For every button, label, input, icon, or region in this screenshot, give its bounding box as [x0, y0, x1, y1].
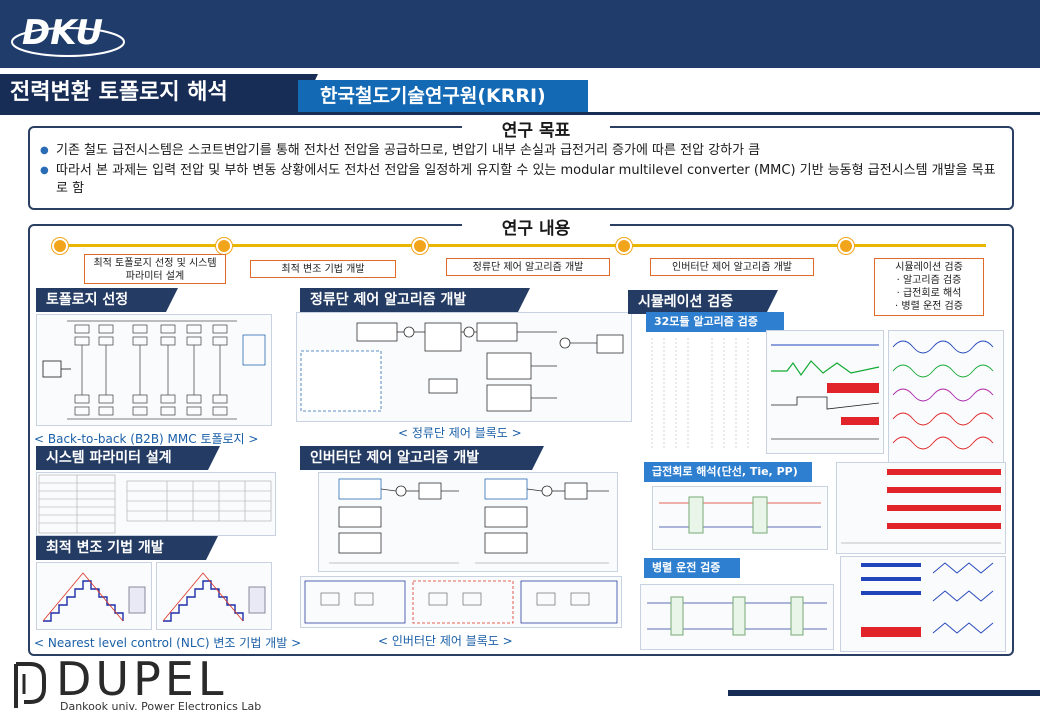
parallel-circuit	[640, 584, 834, 650]
modulation-caption: < Nearest level control (NLC) 변조 기법 개발 >	[34, 636, 302, 650]
waveform-plot-icon	[841, 469, 1001, 544]
topology-label: 토폴로지 선정	[36, 288, 178, 312]
staircase-waveform-icon	[162, 572, 266, 622]
sim-waveforms-2	[888, 330, 1004, 470]
param-label: 시스템 파라미터 설계	[36, 446, 220, 470]
control-block-diagram-icon	[329, 478, 609, 564]
goal-item-1: 기존 철도 급전시스템은 스코트변압기를 통해 전차선 전압을 공급하므로, 변…	[40, 142, 1000, 160]
nlc-waveform	[156, 562, 272, 630]
dku-logo-icon: DKU	[11, 13, 125, 57]
timeline-dot	[616, 238, 632, 254]
organization-title: 한국철도기술연구원(KRRI)	[298, 80, 588, 112]
timeline-dot	[838, 238, 854, 254]
feeder-circuit-icon	[659, 496, 821, 534]
timeline-step-modulation: 최적 변조 기법 개발	[250, 260, 396, 278]
feeder-circuit	[652, 486, 828, 550]
timeline-sim-title: 시뮬레이션 검증	[895, 262, 963, 273]
goal-title: 연구 목표	[462, 116, 610, 141]
sim-parallel-label: 병렬 운전 검증	[644, 558, 740, 578]
topology-caption: < Back-to-back (B2B) MMC 토폴로지 >	[34, 432, 259, 446]
rectifier-caption: < 정류단 제어 블록도 >	[398, 426, 522, 440]
inverter-block-diagram	[318, 472, 618, 572]
timeline-step-simulation: 시뮬레이션 검증 · 알고리즘 검증 · 급전회로 해석 · 병렬 운전 검증	[874, 258, 984, 316]
sine-waveform-icon	[892, 340, 994, 450]
inverter-label: 인버터단 제어 알고리즘 개발	[300, 446, 544, 470]
timeline-sim-item: · 급전회로 해석	[896, 288, 962, 299]
control-detail-icon	[304, 580, 618, 624]
staircase-waveform-icon	[42, 572, 146, 622]
timeline-step-inverter: 인버터단 제어 알고리즘 개발	[650, 258, 814, 276]
sim-32module-label: 32모듈 알고리즘 검증	[646, 312, 784, 332]
timeline-dot	[412, 238, 428, 254]
timeline-dot	[216, 238, 232, 254]
footer-bar	[728, 690, 1040, 696]
module-array-icon	[651, 338, 749, 450]
timeline-line	[58, 244, 986, 247]
svg-text:DKU: DKU	[22, 13, 103, 53]
parameter-table	[36, 472, 276, 536]
control-block-diagram-icon	[300, 322, 624, 412]
sim-feeder-waveforms	[836, 462, 1006, 554]
content-title: 연구 내용	[462, 214, 610, 239]
parallel-circuit-icon	[647, 596, 827, 636]
sim-parallel-waveforms	[840, 556, 1006, 652]
timeline-dot	[52, 238, 68, 254]
timeline-sim-item: · 알고리즘 검증	[896, 275, 962, 286]
footer-brand: DUPEL	[56, 652, 228, 706]
goal-item-2: 따라서 본 과제는 입력 전압 및 부하 변동 상황에서도 전차선 전압을 일정…	[40, 162, 1000, 198]
inverter-control-detail	[300, 576, 622, 628]
goal-list: 기존 철도 급전시스템은 스코트변압기를 통해 전차선 전압을 공급하므로, 변…	[40, 142, 1000, 200]
title-divider	[0, 112, 1040, 115]
sim-32module-circuit	[642, 334, 762, 454]
parameter-table-graphic	[38, 474, 272, 534]
inverter-caption: < 인버터단 제어 블록도 >	[378, 634, 513, 648]
timeline-sim-item: · 병렬 운전 검증	[895, 301, 963, 312]
page-title: 전력변환 토폴로지 해석	[0, 74, 300, 112]
footer-subtitle: Dankook univ. Power Electronics Lab	[60, 700, 262, 713]
simulation-label: 시뮬레이션 검증	[628, 290, 778, 314]
rectifier-block-diagram	[296, 312, 632, 422]
timeline-step-topology: 최적 토폴로지 선정 및 시스템 파라미터 설계	[84, 254, 226, 284]
b2b-mmc-circuit-icon	[42, 320, 266, 420]
modulation-label: 최적 변조 기법 개발	[36, 536, 218, 560]
timeline-step-rectifier: 정류단 제어 알고리즘 개발	[446, 258, 610, 276]
waveform-plot-icon	[861, 562, 994, 637]
ps-pwm-waveform	[36, 562, 152, 630]
header-bar: DKU	[0, 0, 1040, 68]
waveform-plot-icon	[771, 344, 880, 440]
sim-waveforms-1	[766, 330, 884, 454]
topology-diagram	[36, 314, 272, 426]
rectifier-label: 정류단 제어 알고리즘 개발	[300, 288, 530, 312]
sim-feeder-label: 급전회로 해석(단선, Tie, PP)	[644, 462, 812, 482]
dupel-logo-icon	[14, 662, 46, 708]
